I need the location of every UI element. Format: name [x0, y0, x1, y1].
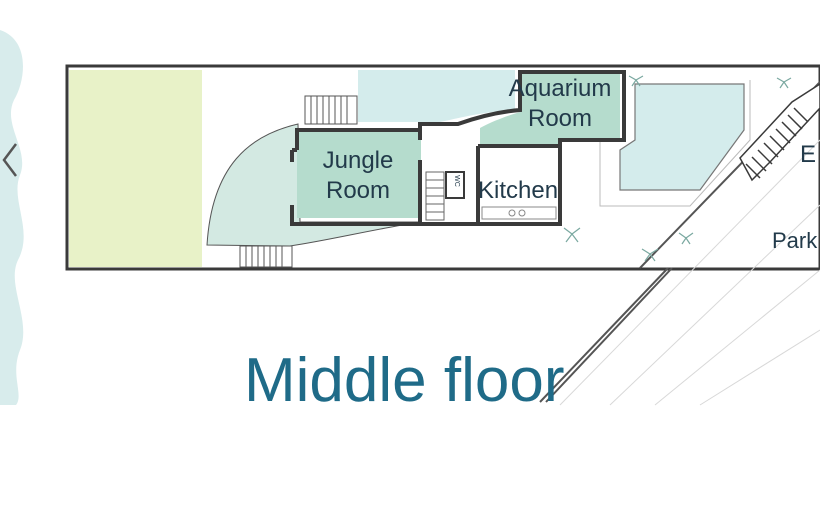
- aquarium-room-fill: [480, 73, 620, 146]
- stairs-bottom: [239, 245, 293, 268]
- stairs-top: [304, 95, 358, 125]
- park-label: Park: [772, 228, 818, 253]
- edge-letter-label: E: [800, 141, 817, 168]
- floor-title: Middle floor: [244, 346, 565, 415]
- road-stairs: [739, 83, 820, 182]
- jungle-room-fill: [297, 130, 421, 218]
- road-lines: [559, 139, 820, 406]
- pool-deck-outline: [599, 80, 751, 207]
- kitchen-counter: [481, 206, 557, 220]
- interior-stairs: [425, 171, 445, 221]
- kitchen-label: Kitchen: [478, 177, 559, 204]
- palm-decorations: [563, 75, 792, 262]
- pool: [619, 83, 745, 191]
- chevron-left-icon[interactable]: [0, 140, 22, 180]
- aquarium-room-line1: Aquarium: [508, 75, 612, 102]
- aquarium-room-line2: Room: [527, 105, 593, 132]
- jungle-room-line2: Room: [325, 177, 391, 204]
- jungle-room-label: Jungle Room: [298, 146, 418, 206]
- wc-label: WC: [453, 175, 460, 187]
- building-walls: [290, 70, 626, 226]
- terrace-water: [358, 70, 515, 122]
- left-wave-decoration: [0, 30, 24, 405]
- aquarium-room-label: Aquarium Room: [500, 74, 620, 134]
- lawn-area: [69, 70, 202, 267]
- jungle-room-line1: Jungle: [322, 147, 394, 174]
